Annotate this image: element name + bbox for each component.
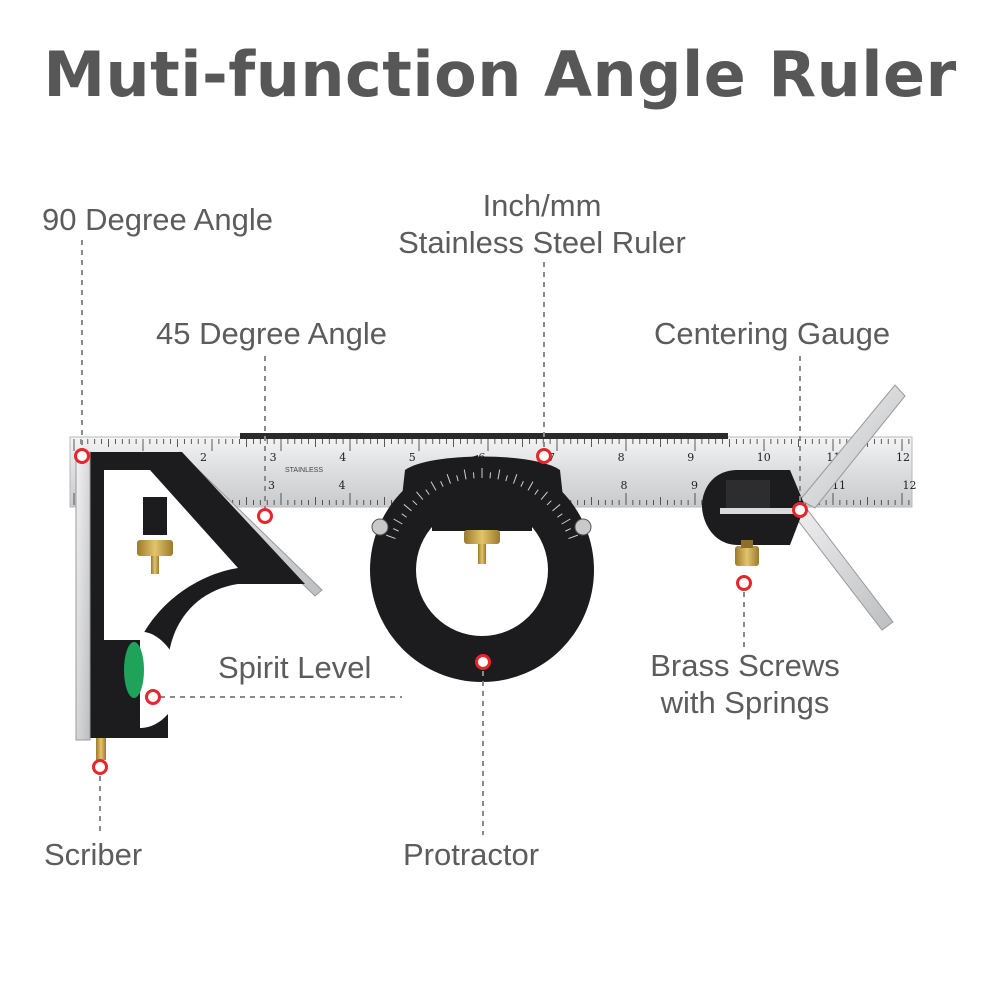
- protractor-head: [370, 455, 594, 682]
- label-centering-gauge: Centering Gauge: [654, 316, 891, 351]
- ruler-number: 9: [691, 479, 698, 492]
- protractor-tick: [561, 518, 571, 525]
- protractor-tick: [568, 534, 579, 540]
- protractor-tick: [557, 513, 563, 518]
- ruler-number: 2: [200, 451, 207, 464]
- ruler-number: 8: [618, 451, 625, 464]
- marker-dot-icon: [536, 448, 552, 464]
- protractor-tick: [527, 481, 534, 491]
- protractor-tick: [392, 528, 399, 532]
- ruler-number: 4: [339, 451, 346, 464]
- protractor-tick: [489, 472, 492, 479]
- spirit-level-bubble: [124, 642, 144, 698]
- protractor-tick: [497, 469, 501, 480]
- marker-dot-icon: [475, 654, 491, 670]
- protractor-tick: [463, 469, 467, 480]
- centering-head: [702, 384, 906, 631]
- label-protractor: Protractor: [403, 837, 540, 872]
- marker-dot-icon: [74, 448, 90, 464]
- callout-lines: [81, 240, 801, 835]
- protractor-tick: [412, 500, 418, 506]
- label-90-degree-angle: 90 Degree Angle: [42, 202, 273, 237]
- ruler-number: 3: [270, 451, 277, 464]
- protractor-tick: [505, 475, 508, 482]
- protractor-tick: [446, 473, 452, 484]
- protractor-tick: [416, 491, 424, 500]
- marker-dot-icon: [736, 575, 752, 591]
- protractor-tick: [456, 475, 459, 482]
- label-spirit-level: Spirit Level: [218, 650, 372, 685]
- ruler-brand-text: STAINLESS: [285, 467, 323, 474]
- label-brass-line2: with Springs: [660, 685, 830, 720]
- protractor-tick: [401, 513, 407, 518]
- protractor-tick: [440, 480, 444, 487]
- ruler-number: 12: [896, 451, 910, 464]
- label-ruler-line1: Inch/mm: [482, 188, 602, 223]
- page-title: Muti-function Angle Ruler: [43, 38, 957, 111]
- protractor-tick: [393, 518, 403, 525]
- ruler-number: 8: [621, 479, 628, 492]
- marker-dots: [74, 448, 808, 775]
- ruler-number: 12: [903, 479, 917, 492]
- marker-dot-icon: [792, 502, 808, 518]
- label-ruler-line2: Stainless Steel Ruler: [398, 225, 686, 260]
- protractor-scale: [385, 468, 579, 540]
- protractor-tick: [565, 528, 572, 532]
- label-scriber: Scriber: [44, 837, 143, 872]
- label-brass-line1: Brass Screws: [650, 648, 840, 683]
- protractor-tick: [552, 504, 561, 512]
- protractor-tick: [540, 491, 548, 500]
- protractor-tick: [472, 472, 475, 479]
- protractor-tick: [385, 534, 396, 540]
- ruler-number: 4: [339, 479, 346, 492]
- protractor-tick: [430, 481, 437, 491]
- protractor-tick: [512, 473, 518, 484]
- marker-dot-icon: [145, 689, 161, 705]
- label-45-degree-angle: 45 Degree Angle: [156, 316, 387, 351]
- marker-dot-icon: [92, 759, 108, 775]
- scriber-pin: [96, 738, 106, 760]
- protractor-tick: [534, 489, 539, 495]
- ruler-number: 9: [687, 451, 694, 464]
- protractor-tick: [546, 500, 552, 506]
- ruler-number: 5: [409, 451, 416, 464]
- ruler-number: 10: [757, 451, 771, 464]
- ruler-number: 3: [268, 479, 275, 492]
- protractor-tick: [425, 489, 430, 495]
- protractor-tick: [403, 504, 412, 512]
- marker-dot-icon: [257, 508, 273, 524]
- protractor-tick: [520, 480, 524, 487]
